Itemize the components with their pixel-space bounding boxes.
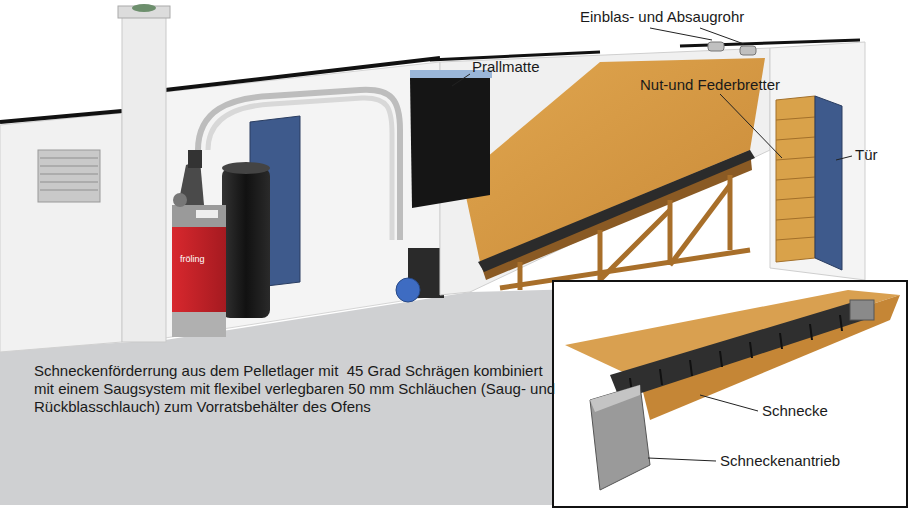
part-label: Prallmatte (472, 58, 540, 76)
part-label: Tür (855, 146, 878, 164)
part-label: Nut-und Federbretter (640, 76, 780, 94)
caption-text: Schneckenförderrung aus dem Pelletlager … (34, 362, 562, 416)
brand-label: fröling (180, 254, 205, 265)
part-label: Schneckenantrieb (720, 452, 840, 470)
part-label: Schnecke (762, 402, 828, 420)
pipe-label: Einblas- und Absaugrohr (580, 8, 744, 26)
